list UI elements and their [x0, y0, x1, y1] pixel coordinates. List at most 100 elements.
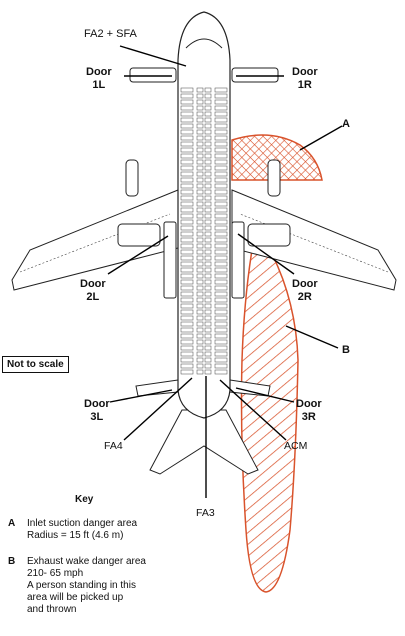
door-2r-word: Door	[292, 278, 318, 290]
seat-row	[180, 129, 194, 135]
seat-row	[214, 153, 228, 159]
seat-row	[204, 171, 212, 177]
seat-row	[180, 237, 194, 243]
door-1r-word: Door	[292, 66, 318, 78]
seat-row	[180, 267, 194, 273]
seat-row	[196, 111, 204, 117]
seat-row	[214, 243, 228, 249]
seat-row	[204, 291, 212, 297]
seat-row	[214, 171, 228, 177]
label-door-1l: Door 1L	[86, 66, 112, 92]
not-to-scale-note: Not to scale	[2, 356, 69, 373]
seat-row	[180, 315, 194, 321]
seat-row	[214, 363, 228, 369]
seat-row	[204, 309, 212, 315]
seat-row	[214, 87, 228, 93]
seat-row	[204, 339, 212, 345]
seat-row	[204, 351, 212, 357]
seat-row	[180, 285, 194, 291]
seat-row	[180, 105, 194, 111]
seat-row	[196, 153, 204, 159]
seat-row	[214, 141, 228, 147]
door-1l-id: 1L	[92, 79, 106, 91]
seat-row	[196, 279, 204, 285]
seat-row	[204, 327, 212, 333]
seat-row	[214, 219, 228, 225]
seat-row	[196, 147, 204, 153]
seat-row	[180, 219, 194, 225]
seat-row	[180, 123, 194, 129]
seat-row	[180, 261, 194, 267]
seat-row	[180, 183, 194, 189]
seat-row	[204, 189, 212, 195]
seat-row	[214, 159, 228, 165]
seat-row	[204, 87, 212, 93]
seat-row	[196, 297, 204, 303]
key-a-line-2: Radius = 15 ft (4.6 m)	[27, 530, 124, 541]
seat-row	[204, 369, 212, 375]
seat-row	[214, 213, 228, 219]
seat-row	[196, 195, 204, 201]
seat-row	[214, 147, 228, 153]
seat-row	[204, 315, 212, 321]
seat-row	[180, 159, 194, 165]
seat-row	[204, 219, 212, 225]
seat-row	[180, 309, 194, 315]
seat-row	[204, 129, 212, 135]
seat-row	[180, 93, 194, 99]
seat-row	[204, 363, 212, 369]
seat-row	[180, 333, 194, 339]
seat-row	[204, 237, 212, 243]
seat-row	[214, 105, 228, 111]
seat-row	[204, 249, 212, 255]
key-b-line-2: 210- 65 mph	[27, 568, 84, 579]
seat-row	[180, 321, 194, 327]
seat-row	[196, 141, 204, 147]
key-b-line-4: area will be picked up	[27, 592, 124, 603]
label-door-1r: Door 1R	[292, 66, 318, 92]
seat-row	[214, 255, 228, 261]
seat-row	[196, 99, 204, 105]
seat-row	[180, 213, 194, 219]
label-fa4: FA4	[104, 440, 123, 452]
seat-row	[214, 303, 228, 309]
seat-row	[196, 243, 204, 249]
seat-row	[214, 249, 228, 255]
seat-row	[196, 237, 204, 243]
seat-row	[196, 135, 204, 141]
label-fa3: FA3	[196, 507, 215, 519]
seat-row	[214, 309, 228, 315]
seat-row	[196, 183, 204, 189]
seat-row	[196, 369, 204, 375]
key-letter-a: A	[8, 518, 16, 529]
door-1r-id: 1R	[297, 79, 312, 91]
seat-row	[214, 183, 228, 189]
label-door-3l: Door 3L	[84, 398, 110, 424]
seat-row	[214, 207, 228, 213]
seat-row	[214, 201, 228, 207]
seat-row	[214, 297, 228, 303]
seat-row	[204, 117, 212, 123]
seat-row	[196, 171, 204, 177]
door-2l-slide	[163, 221, 177, 299]
seat-row	[196, 201, 204, 207]
seat-row	[196, 291, 204, 297]
seat-row	[180, 201, 194, 207]
left-engine	[117, 223, 161, 247]
seat-row	[196, 129, 204, 135]
seat-row	[196, 321, 204, 327]
door-3l-id: 3L	[90, 411, 104, 423]
label-door-2r: Door 2R	[292, 278, 318, 304]
key-title: Key	[75, 494, 94, 505]
seat-row	[196, 345, 204, 351]
seat-row	[214, 357, 228, 363]
seat-row	[196, 249, 204, 255]
seat-row	[180, 153, 194, 159]
seat-row	[204, 333, 212, 339]
door-2l-word: Door	[80, 278, 106, 290]
seat-row	[180, 117, 194, 123]
seat-row	[204, 231, 212, 237]
seat-row	[204, 357, 212, 363]
right-engine	[247, 223, 291, 247]
